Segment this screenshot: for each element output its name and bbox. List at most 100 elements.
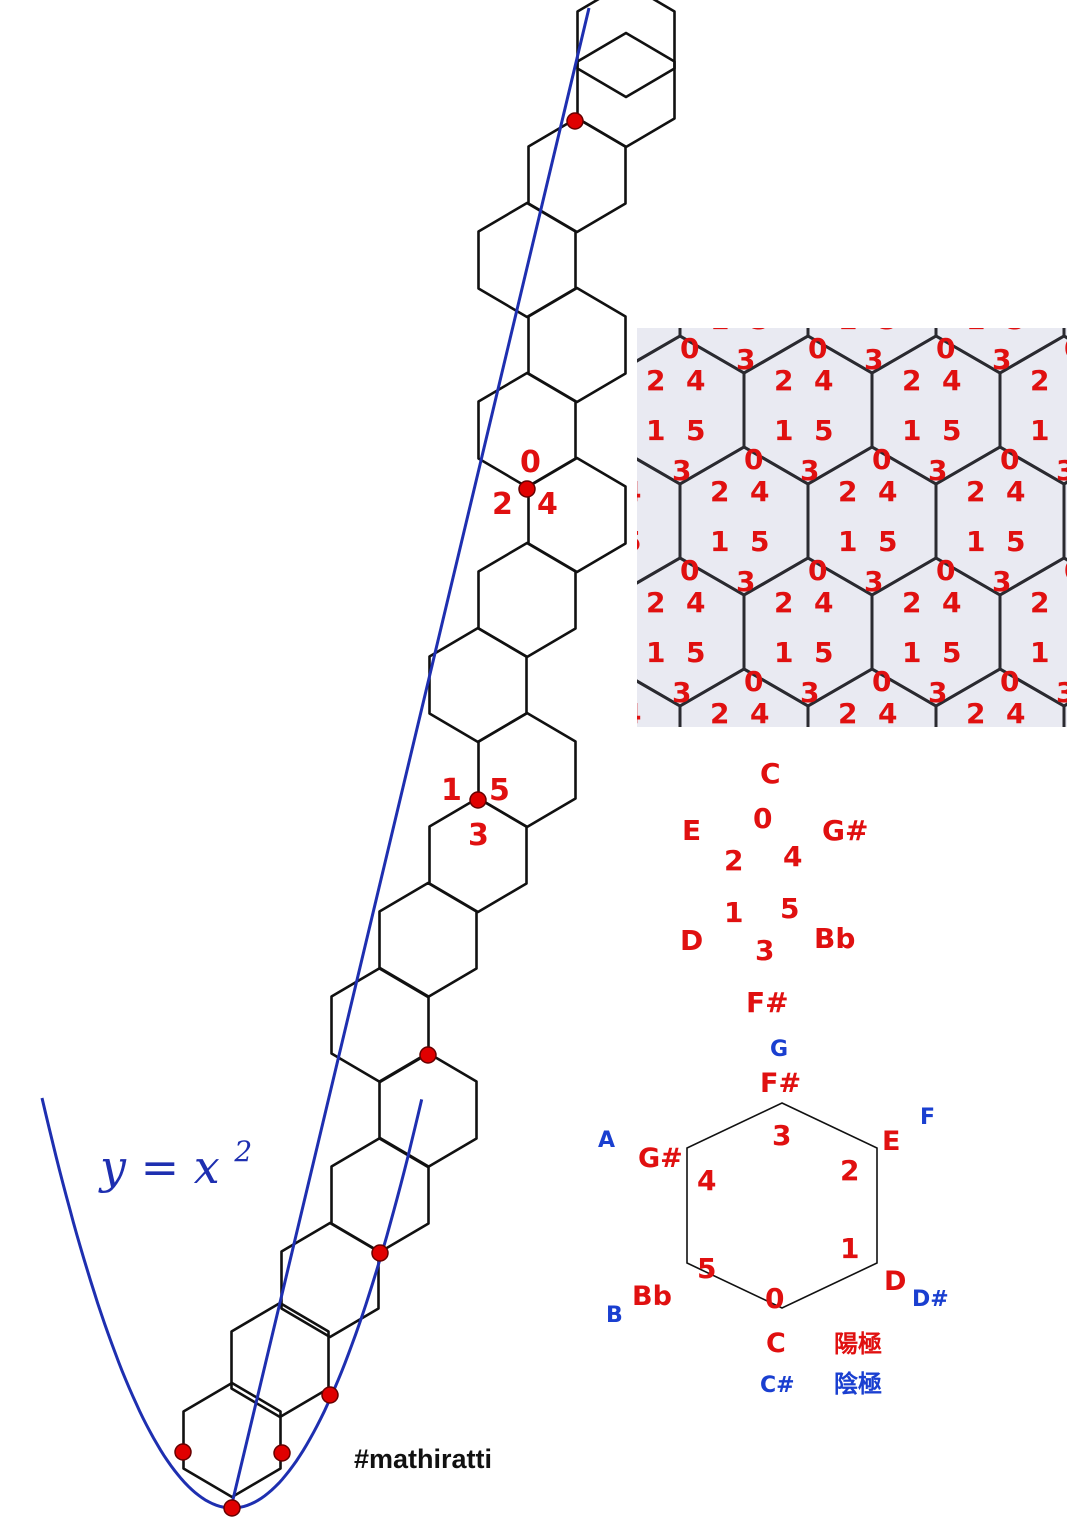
cluster-note-c: C bbox=[760, 757, 781, 790]
chain-labels: 0 2 4 1 5 3 bbox=[441, 445, 558, 853]
inset-digit: 4 bbox=[686, 586, 705, 619]
inset-digit: 5 bbox=[878, 747, 897, 780]
inset-digit: 4 bbox=[686, 364, 705, 397]
inset-digit: 3 bbox=[672, 676, 691, 709]
inset-digit: 1 bbox=[966, 525, 985, 558]
inset-digit: 5 bbox=[686, 414, 705, 447]
inset-digit: 3 bbox=[864, 565, 883, 598]
hexagon-key: 3 2 1 0 5 4 F# E D C Bb G# G F D# C# B A… bbox=[598, 1037, 949, 1398]
inset-digit: 3 bbox=[928, 454, 947, 487]
inset-digit: 4 bbox=[622, 475, 641, 508]
secant-line bbox=[228, 7, 591, 1513]
inset-digit: 3 bbox=[736, 343, 755, 376]
equation-label: y = x 2 bbox=[98, 1135, 252, 1194]
key-num-4: 4 bbox=[697, 1164, 716, 1197]
intersection-point bbox=[566, 112, 584, 130]
inset-digit: 0 bbox=[616, 443, 635, 476]
intersection-point bbox=[419, 1046, 437, 1064]
inset-digit: 0 bbox=[616, 221, 635, 254]
inset-digit: 2 bbox=[1030, 364, 1049, 397]
inset-digit: 2 bbox=[646, 364, 665, 397]
inset-digit: 0 bbox=[872, 443, 891, 476]
cluster-num-4: 4 bbox=[783, 840, 802, 873]
inset-digit: 5 bbox=[878, 525, 897, 558]
hashtag-label: #mathiratti bbox=[354, 1444, 492, 1474]
inset-digit: 4 bbox=[622, 697, 641, 730]
inset-digit: 2 bbox=[838, 697, 857, 730]
inset-digit: 1 bbox=[774, 636, 793, 669]
inset-digit: 2 bbox=[902, 364, 921, 397]
inset-digit: 4 bbox=[878, 253, 897, 286]
inset-digit: 0 bbox=[936, 554, 955, 587]
inset-hexagon bbox=[1000, 780, 1080, 928]
inset-background bbox=[637, 328, 1067, 727]
key-numbers: 3 2 1 0 5 4 bbox=[697, 1119, 859, 1315]
chain-hexagon bbox=[477, 541, 577, 659]
hexagon-chain bbox=[182, 0, 676, 1499]
inset-digit: 1 bbox=[646, 414, 665, 447]
intersection-point bbox=[371, 1244, 389, 1262]
inset-digit: 3 bbox=[992, 787, 1011, 820]
chain-hexagon bbox=[378, 1051, 478, 1169]
inset-digit: 4 bbox=[750, 253, 769, 286]
inset-digit: 1 bbox=[582, 303, 601, 336]
inset-digit: 2 bbox=[582, 475, 601, 508]
key-yang-e: E bbox=[882, 1126, 900, 1157]
inset-digit: 4 bbox=[1070, 364, 1080, 397]
inset-digit: 2 bbox=[966, 697, 985, 730]
inset-digit: 0 bbox=[1000, 443, 1019, 476]
inset-digit: 0 bbox=[1064, 332, 1080, 365]
inset-digit: 2 bbox=[902, 808, 921, 841]
chain-hexagon bbox=[527, 116, 627, 234]
key-yang-d: D bbox=[884, 1266, 906, 1297]
inset-digit: 3 bbox=[928, 898, 947, 931]
chain-label-top-4: 4 bbox=[537, 487, 558, 522]
inset-digit: 4 bbox=[878, 475, 897, 508]
inset-digit: 1 bbox=[902, 414, 921, 447]
inset-digit: 4 bbox=[1006, 475, 1025, 508]
inset-digit: 4 bbox=[1070, 808, 1080, 841]
inset-digit: 0 bbox=[1000, 665, 1019, 698]
inset-digit: 4 bbox=[942, 364, 961, 397]
inset-digit: 4 bbox=[558, 808, 577, 841]
cluster-num-0: 0 bbox=[753, 802, 772, 835]
chain-label-mid-5: 5 bbox=[489, 773, 510, 808]
intersection-points bbox=[174, 112, 584, 1517]
inset-digit: 4 bbox=[942, 808, 961, 841]
inset-digit: 1 bbox=[646, 858, 665, 891]
inset-digit: 5 bbox=[942, 858, 961, 891]
cluster-num-1: 1 bbox=[724, 896, 743, 929]
inset-digit: 5 bbox=[622, 747, 641, 780]
inset-digit: 5 bbox=[942, 636, 961, 669]
cluster-num-3: 3 bbox=[755, 934, 774, 967]
key-num-2: 2 bbox=[840, 1154, 859, 1187]
inset-digit: 2 bbox=[838, 253, 857, 286]
inset-digit: 3 bbox=[864, 343, 883, 376]
inset-digit: 3 bbox=[608, 787, 627, 820]
inset-digit: 0 bbox=[552, 332, 571, 365]
key-yin-f: F bbox=[920, 1105, 935, 1130]
intersection-point bbox=[273, 1444, 291, 1462]
inset-digit: 3 bbox=[992, 343, 1011, 376]
cluster-num-5: 5 bbox=[780, 892, 799, 925]
inset-digit: 1 bbox=[1030, 636, 1049, 669]
key-yin-notes: G F D# C# B A bbox=[598, 1037, 949, 1398]
cluster-note-e: E bbox=[682, 814, 701, 847]
inset-digit: 5 bbox=[686, 636, 705, 669]
intersection-point bbox=[321, 1386, 339, 1404]
inset-digit: 0 bbox=[680, 332, 699, 365]
inset-digit: 4 bbox=[622, 253, 641, 286]
inset-digit: 0 bbox=[872, 665, 891, 698]
chain-hexagon bbox=[378, 881, 478, 999]
inset-digit: 5 bbox=[1070, 636, 1080, 669]
inset-digit: 3 bbox=[736, 565, 755, 598]
inset-digit: 2 bbox=[710, 475, 729, 508]
inset-digit: 5 bbox=[942, 414, 961, 447]
inset-digit: 0 bbox=[1000, 221, 1019, 254]
key-legend: 陽極 陰極 bbox=[834, 1330, 882, 1398]
chain-hexagon bbox=[477, 711, 577, 829]
legend-yin-label: 陰極 bbox=[834, 1370, 882, 1398]
